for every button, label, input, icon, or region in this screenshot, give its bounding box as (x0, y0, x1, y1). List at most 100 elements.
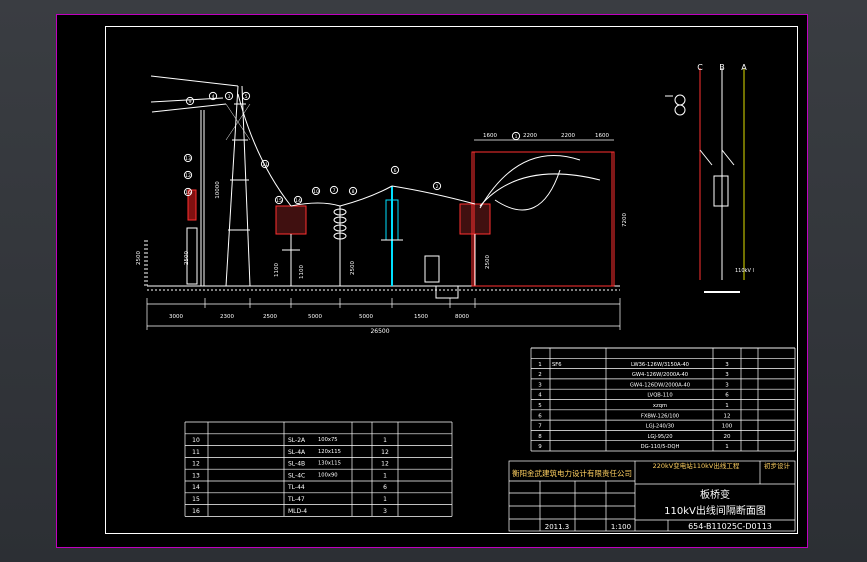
equipment-quantity: 3 (725, 382, 729, 388)
equipment-quantity: 12 (724, 413, 731, 419)
callout-number: 14 (295, 198, 301, 204)
parts-quantity: 1 (383, 496, 387, 503)
callout-number: 9 (189, 99, 192, 105)
callout-number: 7 (333, 188, 336, 194)
equipment-name: SF6 (552, 362, 562, 368)
equipment-model: FXBW-126/100 (641, 413, 679, 419)
drawing-scale: 1:100 (611, 523, 631, 531)
parts-quantity: 3 (383, 508, 387, 515)
callout-number: 15 (276, 198, 282, 204)
callout-circle (432, 181, 442, 191)
parts-quantity: 12 (381, 449, 389, 456)
callout-circle (390, 165, 400, 175)
dimension-label: 5000 (308, 314, 322, 320)
phase-label: A (741, 63, 747, 72)
vertical-dimension-label: 7200 (622, 213, 628, 227)
callout-circle (260, 159, 270, 169)
equipment-model: GW4-126W/2000A-40 (632, 372, 688, 378)
parts-model: MLD-4 (288, 508, 307, 515)
callout-number: 2 (436, 184, 439, 190)
equipment-model: DG-110/5-DQH (641, 444, 680, 450)
equipment-quantity: 6 (725, 393, 729, 399)
total-width-label: 26500 (370, 328, 389, 335)
equipment-quantity: 1 (725, 444, 729, 450)
parts-row-number: 15 (192, 496, 200, 503)
parts-size: 120x115 (318, 449, 341, 455)
drawing-subtitle: 110kV出线间隔断面图 (664, 504, 766, 517)
callout-circle (293, 195, 303, 205)
phase-label: C (697, 63, 703, 72)
parts-quantity: 1 (383, 437, 387, 444)
callout-circle (241, 91, 251, 101)
equipment-quantity: 1 (725, 403, 729, 409)
parts-row-number: 14 (192, 484, 200, 491)
equipment-row-number: 7 (538, 424, 542, 430)
equipment-row-number: 1 (538, 362, 542, 368)
equipment-row-number: 9 (538, 444, 542, 450)
equipment-row-number: 2 (538, 372, 542, 378)
equipment-model: LVQB-110 (647, 393, 672, 399)
section-elevation (144, 75, 620, 299)
parts-quantity: 6 (383, 484, 387, 491)
vertical-dimension-label: 1100 (274, 263, 280, 277)
parts-row-number: 10 (192, 437, 200, 444)
parts-size: 100x75 (318, 437, 338, 443)
parts-model: SL-4C (288, 472, 305, 479)
parts-model: SL-2A (288, 437, 306, 444)
equipment-quantity: 20 (724, 434, 731, 440)
vertical-dimension-label: 2500 (350, 261, 356, 275)
parts-row-number: 12 (192, 461, 200, 468)
equipment-model: LGJ-240/30 (646, 424, 674, 430)
dimension-label: 8000 (455, 314, 469, 320)
parts-model: SL-4A (288, 449, 306, 456)
callout-number: 1 (515, 134, 518, 140)
callout-circle (183, 187, 193, 197)
equipment-quantity: 3 (725, 372, 729, 378)
dimension-label: 3000 (169, 314, 183, 320)
vertical-dimension-label: 2500 (136, 251, 142, 265)
callout-number: 16 (185, 190, 191, 196)
equipment-row-number: 6 (538, 413, 542, 419)
parts-model: SL-4B (288, 461, 305, 468)
equipment-row-number: 4 (538, 393, 542, 399)
equipment-model: xzqm (653, 403, 667, 409)
dimension-label: 5000 (359, 314, 373, 320)
callout-number: 13 (185, 156, 191, 162)
project-name: 220kV变电站110kV出线工程 (653, 461, 740, 470)
drawing-number: 654-B11025C-D0113 (688, 522, 772, 531)
callout-number: 3 (228, 94, 231, 100)
callout-circle (185, 96, 195, 106)
parts-row-number: 11 (192, 449, 200, 456)
equipment-quantity: 100 (722, 424, 733, 430)
drawing-date: 2011.3 (545, 523, 570, 531)
parts-row-number: 16 (192, 508, 200, 515)
callout-number: 6 (394, 168, 397, 174)
cad-viewport[interactable] (56, 14, 808, 548)
gantry-dimension-label: 1600 (595, 133, 609, 139)
company-name: 衡阳金武建筑电力设计有限责任公司 (512, 468, 632, 478)
equipment-row-number: 3 (538, 382, 542, 388)
side-view-label: 110kV I (735, 268, 754, 274)
side-view (665, 68, 745, 293)
callout-circle (329, 185, 339, 195)
equipment-model: GW4-126DW/2000A-40 (630, 382, 690, 388)
dimension-label: 2500 (263, 314, 277, 320)
callout-circle (511, 131, 521, 141)
design-stage: 初步设计 (764, 461, 791, 470)
callout-circle (208, 91, 218, 101)
callout-circle (224, 91, 234, 101)
callout-number: 5 (245, 94, 248, 100)
callout-number: 12 (185, 173, 191, 179)
gantry-dimension-label: 1600 (483, 133, 497, 139)
parts-model: TL-44 (287, 484, 305, 491)
callout-number: 10 (313, 189, 319, 195)
dimension-label: 1500 (414, 314, 428, 320)
